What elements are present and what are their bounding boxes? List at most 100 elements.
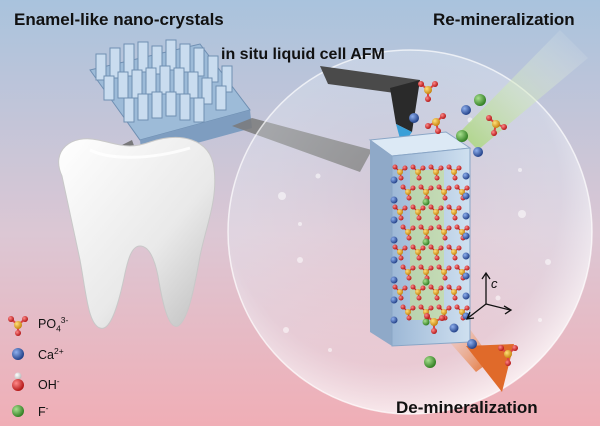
lattice-phosphorus (451, 169, 457, 175)
lattice-oxygen (410, 225, 416, 231)
lattice-phosphorus (397, 209, 403, 215)
nano-crystal-bundle-icon (89, 39, 252, 158)
lattice-phosphorus (433, 169, 439, 175)
lattice-calcium (462, 252, 470, 260)
lattice-phosphorus (415, 289, 421, 295)
lattice-oxygen (428, 265, 434, 271)
lattice-calcium (390, 316, 398, 324)
phosphate-icon (8, 316, 28, 336)
lattice-phosphorus (459, 189, 465, 195)
lattice-phosphorus (459, 229, 465, 235)
lattice-oxygen (446, 185, 452, 191)
lattice-phosphorus (423, 229, 429, 235)
lattice-oxygen (456, 165, 462, 171)
lattice-phosphorus (397, 289, 403, 295)
lattice-oxygen (418, 224, 424, 230)
lattice-phosphorus (441, 309, 447, 315)
lattice-phosphorus (397, 169, 403, 175)
lattice-fluoride (422, 198, 430, 206)
lattice-phosphorus (415, 249, 421, 255)
lattice-oxygen (464, 265, 470, 271)
lattice-oxygen (416, 255, 422, 261)
lattice-phosphorus (405, 269, 411, 275)
lattice-phosphorus (441, 269, 447, 275)
lattice-oxygen (398, 295, 404, 301)
lattice-oxygen (446, 164, 452, 170)
lattice-oxygen (410, 305, 416, 311)
lattice-oxygen (410, 204, 416, 210)
lattice-phosphorus (441, 189, 447, 195)
lattice-oxygen (442, 195, 448, 201)
calcium-icon (12, 348, 24, 360)
lattice-phosphorus (415, 209, 421, 215)
lattice-phosphorus (433, 209, 439, 215)
lattice-oxygen (452, 175, 458, 181)
lattice-phosphorus (451, 209, 457, 215)
lattice-oxygen (446, 265, 452, 271)
lattice-oxygen (428, 185, 434, 191)
remineralization-title: Re-mineralization (433, 10, 575, 29)
lattice-calcium (462, 292, 470, 300)
lattice-oxygen (436, 184, 442, 190)
lattice-oxygen (428, 244, 434, 250)
crystal-lattice (390, 164, 470, 326)
legend-phosphate: PO43- (38, 315, 69, 334)
lattice-oxygen (402, 245, 408, 251)
c-axis-indicator (465, 271, 513, 320)
lattice-calcium (462, 212, 470, 220)
lattice-oxygen (416, 215, 422, 221)
lattice-oxygen (442, 275, 448, 281)
lattice-oxygen (410, 244, 416, 250)
lattice-oxygen (464, 185, 470, 191)
lattice-calcium (462, 232, 470, 240)
crystal-prism (368, 131, 472, 347)
lattice-oxygen (392, 164, 398, 170)
lattice-oxygen (418, 184, 424, 190)
lattice-oxygen (398, 175, 404, 181)
lattice-oxygen (438, 245, 444, 251)
demineralization-title: De-mineralization (396, 398, 538, 417)
lattice-calcium (390, 176, 398, 184)
c-axis-label: c (491, 276, 498, 291)
lattice-oxygen (438, 165, 444, 171)
lattice-calcium (390, 216, 398, 224)
lattice-oxygen (410, 284, 416, 290)
lattice-oxygen (410, 185, 416, 191)
legend-fluoride: F- (38, 403, 49, 420)
lattice-oxygen (392, 204, 398, 210)
nano-crystals-title: Enamel-like nano-crystals (14, 10, 224, 29)
lattice-phosphorus (451, 289, 457, 295)
lattice-oxygen (420, 245, 426, 251)
lattice-oxygen (406, 235, 412, 241)
lattice-oxygen (428, 284, 434, 290)
lattice-phosphorus (433, 289, 439, 295)
legend-calcium: Ca2+ (38, 346, 64, 363)
lattice-fluoride (422, 278, 430, 286)
lattice-oxygen (446, 284, 452, 290)
lattice-oxygen (420, 165, 426, 171)
afm-title: in situ liquid cell AFM (221, 46, 385, 63)
lattice-calcium (390, 276, 398, 284)
lattice-oxygen (454, 264, 460, 270)
lattice-oxygen (392, 284, 398, 290)
lattice-oxygen (456, 245, 462, 251)
lattice-oxygen (392, 244, 398, 250)
lattice-calcium (462, 172, 470, 180)
lattice-phosphorus (423, 189, 429, 195)
lattice-oxygen (400, 224, 406, 230)
lattice-oxygen (398, 255, 404, 261)
lattice-oxygen (436, 264, 442, 270)
lattice-phosphorus (405, 189, 411, 195)
lattice-oxygen (434, 215, 440, 221)
lattice-oxygen (416, 175, 422, 181)
lattice-oxygen (400, 304, 406, 310)
lattice-oxygen (398, 215, 404, 221)
lattice-oxygen (402, 165, 408, 171)
lattice-oxygen (438, 285, 444, 291)
lattice-phosphorus (459, 269, 465, 275)
lattice-oxygen (464, 225, 470, 231)
lattice-fluoride (422, 238, 430, 246)
lattice-phosphorus (405, 309, 411, 315)
